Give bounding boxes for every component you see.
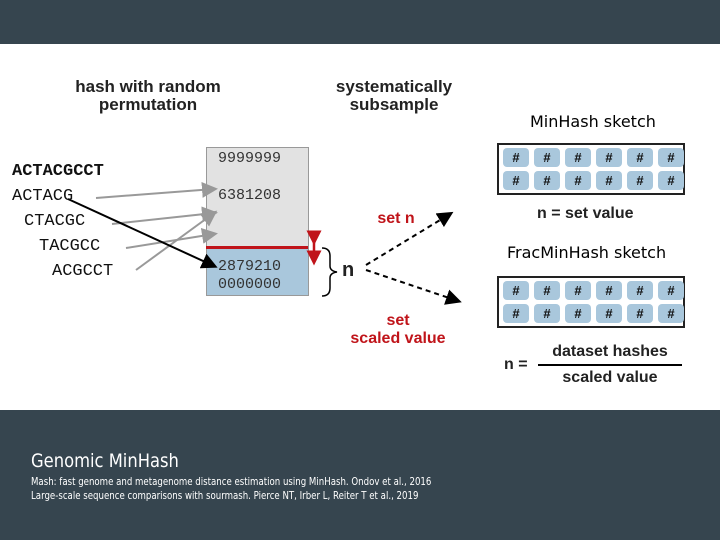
hash-space-lower (206, 248, 309, 296)
minhash-caption: n = set value (537, 205, 634, 222)
hash-cell: # (503, 281, 529, 300)
hash-cell: # (565, 304, 591, 323)
hash-cell: # (534, 281, 560, 300)
footer-bar (0, 410, 720, 540)
formula-numerator: dataset hashes (552, 343, 668, 360)
citation-2: Large-scale sequence comparisons with so… (31, 490, 419, 502)
hash-cell: # (627, 281, 653, 300)
hash-cell: # (658, 281, 684, 300)
hash-cell: # (503, 148, 529, 167)
hash-cell: # (534, 171, 560, 190)
kmer-arrows (67, 181, 218, 271)
top-bar (0, 0, 720, 44)
kmer-4: ACGCCT (52, 262, 114, 281)
hash-cell: # (596, 304, 622, 323)
kmer-2: CTACGC (24, 212, 86, 231)
hash-cell: # (627, 171, 653, 190)
hash-cell: # (534, 148, 560, 167)
n-label: n (342, 259, 355, 281)
formula-lhs: n = (504, 356, 528, 373)
hash-cell: # (565, 148, 591, 167)
hash-cell: # (658, 171, 684, 190)
hash-cell: # (503, 171, 529, 190)
hash-cell: # (627, 304, 653, 323)
hash-max: 9999999 (218, 150, 282, 167)
fracminhash-title: FracMinHash sketch (507, 243, 667, 262)
set-n-label: set n (377, 210, 415, 227)
header-subsample: systematically subsample (335, 77, 453, 114)
minhash-sketch: # # # # # # # # # # # # (497, 143, 685, 195)
header-hash-permutation: hash with random permutation (75, 77, 221, 114)
kmer-1: ACTACG (12, 187, 74, 206)
hash-value-1: 6381208 (218, 187, 282, 204)
threshold-line (206, 246, 308, 249)
hash-cell: # (565, 281, 591, 300)
citation-1: Mash: fast genome and metagenome distanc… (31, 476, 432, 488)
sequence-full: ACTACGCCT (12, 162, 104, 181)
minhash-title: MinHash sketch (530, 112, 656, 131)
hash-cell: # (658, 304, 684, 323)
formula-denominator: scaled value (562, 369, 658, 386)
brace-icon (321, 247, 338, 297)
hash-cell: # (596, 281, 622, 300)
hash-min: 0000000 (218, 276, 282, 293)
hash-cell: # (596, 148, 622, 167)
hash-cell: # (627, 148, 653, 167)
hash-cell: # (503, 304, 529, 323)
hash-space-upper (206, 147, 309, 249)
set-scaled-label: set scaled value (350, 312, 446, 347)
fracminhash-sketch: # # # # # # # # # # # # (497, 276, 685, 328)
hash-value-2: 2879210 (218, 258, 282, 275)
hash-cell: # (596, 171, 622, 190)
dashed-arrows (365, 211, 462, 305)
kmer-3: TACGCC (39, 237, 101, 256)
hash-cell: # (534, 304, 560, 323)
hash-cell: # (658, 148, 684, 167)
slide-title: Genomic MinHash (31, 450, 179, 472)
hash-cell: # (565, 171, 591, 190)
